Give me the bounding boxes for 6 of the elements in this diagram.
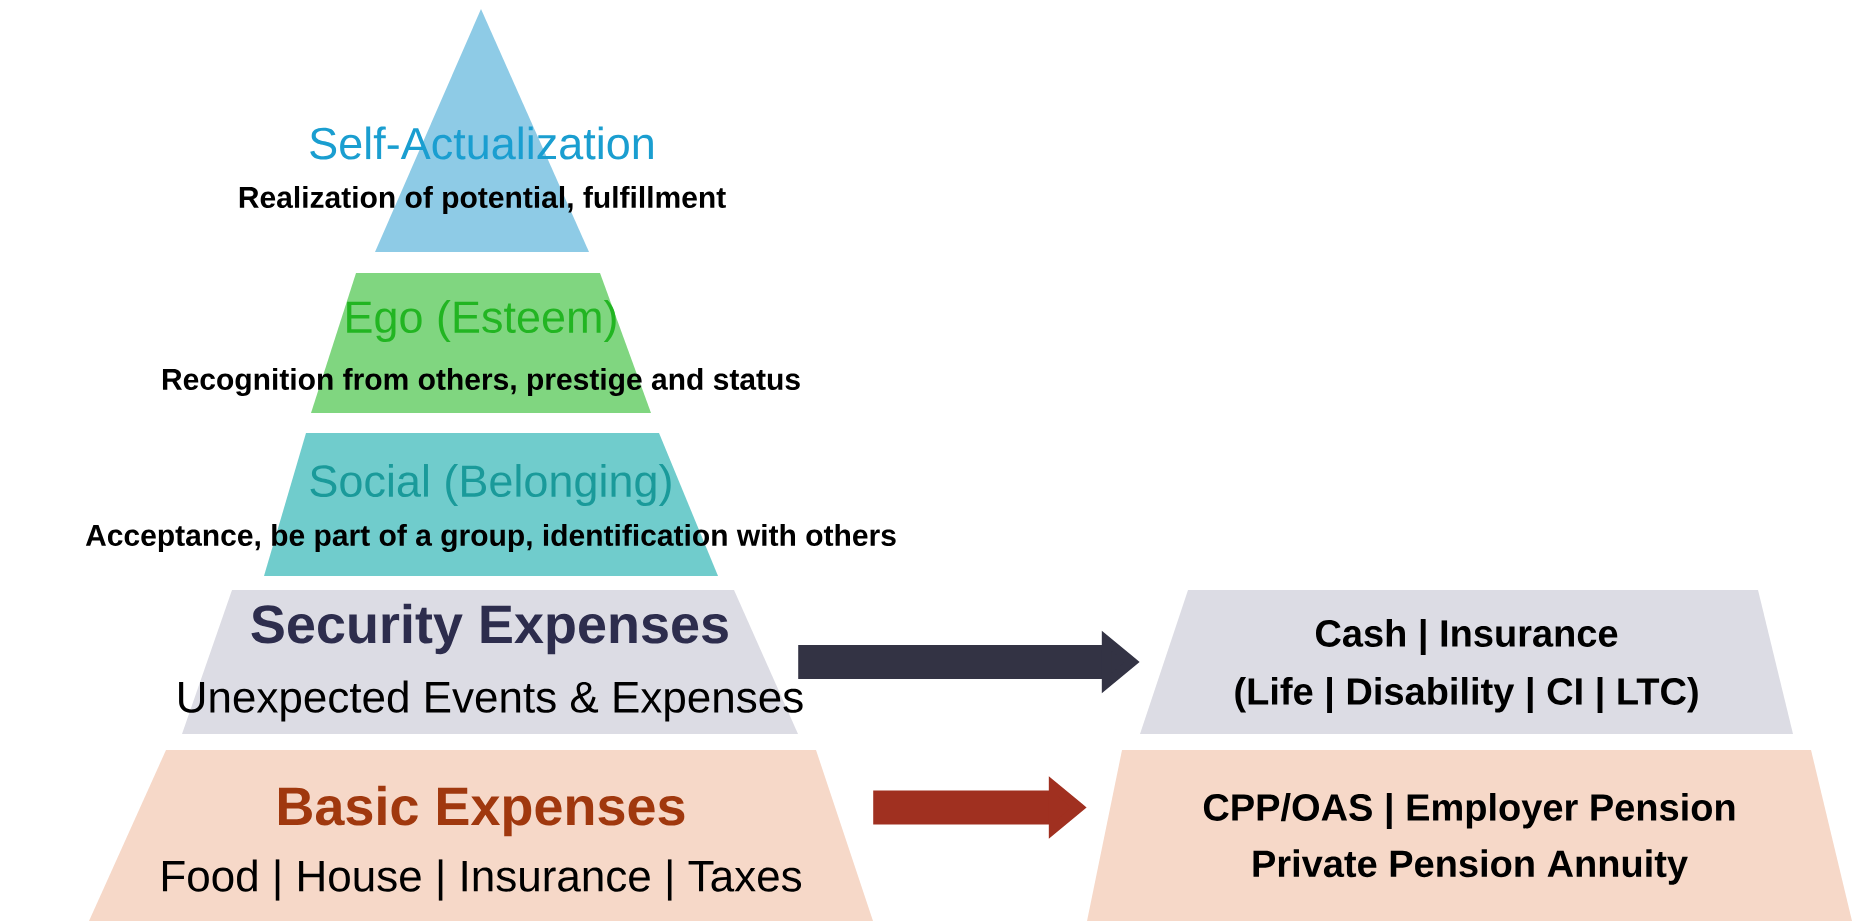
triangle-level: Self-Actualization Realization of potential, fulfillment bbox=[239, 9, 726, 252]
pyramid-level: Ego (Esteem) Recognition from others, prestige and status bbox=[162, 273, 800, 413]
pyramid-level: Cash | Insurance (Life | Disability | CI | LTC) bbox=[1140, 590, 1793, 734]
pyramid-level: Basic Expenses Food | House | Insurance | Taxes bbox=[89, 750, 873, 921]
pyramid-level: CPP/OAS | Employer Pension Private Pension Annuity bbox=[1087, 750, 1853, 921]
pyramid-level: Security Expenses Unexpected Events & Expenses bbox=[179, 590, 803, 734]
